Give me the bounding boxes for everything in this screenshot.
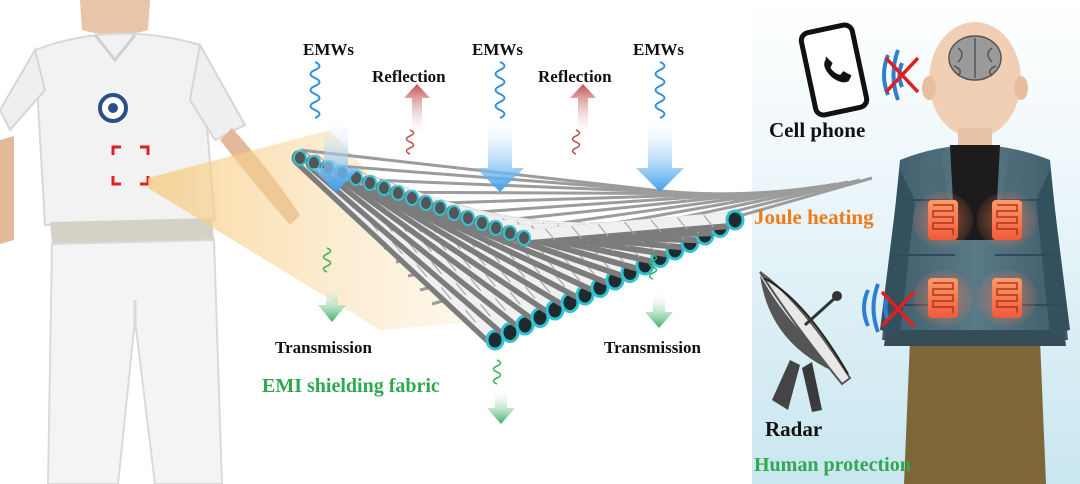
fiber-start-cap	[307, 155, 321, 171]
fiber-segment-mark	[480, 303, 491, 317]
incident-arrow-group	[312, 122, 684, 192]
cell-phone-label: Cell phone	[769, 118, 866, 142]
fiber-segment-mark	[650, 219, 662, 233]
fiber-segment-mark	[470, 278, 482, 292]
human-protection-label: Human protection	[754, 454, 911, 476]
fiber-start-cap	[419, 195, 433, 211]
fiber-segment-mark	[703, 214, 715, 228]
fiber	[518, 211, 741, 241]
fiber-segment-mark	[431, 261, 442, 275]
brain-icon	[948, 35, 1002, 81]
fiber-segment-mark	[465, 309, 477, 323]
emw-wave-group	[309, 61, 666, 119]
fiber-segment-mark	[392, 241, 403, 255]
fiber-segment-mark	[597, 223, 609, 237]
reflection-arrow-group	[404, 84, 596, 155]
fiber-segment-mark	[544, 228, 556, 242]
transmission-arrow-group	[318, 247, 673, 424]
joule-heating-label: Joule heating	[754, 205, 874, 229]
transmission-label-left: Transmission	[275, 338, 372, 357]
fiber-start-cap	[391, 185, 405, 201]
fiber-end-cap	[725, 209, 745, 231]
fiber-segment-mark	[524, 286, 536, 299]
fiber-segment-mark	[455, 282, 467, 296]
radar-dish-icon	[759, 271, 852, 412]
zoom-beam	[148, 130, 500, 330]
fiber-segment-mark	[554, 274, 566, 288]
fiber-segment-mark	[539, 280, 551, 293]
fiber-segment-mark	[494, 297, 506, 311]
fiber-segment-mark	[509, 292, 521, 305]
emw-label-left: EMWs	[303, 40, 354, 59]
transmission-label-right: Transmission	[604, 338, 701, 357]
fiber-start-cap	[447, 205, 461, 221]
fiber-start-cap	[489, 220, 503, 236]
fiber-segment-mark	[571, 226, 583, 239]
fiber-segment-mark	[485, 273, 496, 287]
fiber-start-cap	[475, 215, 489, 231]
fiber-segment-mark	[416, 264, 428, 278]
fiber-start-cap	[293, 150, 307, 166]
fiber-segment-mark	[676, 217, 688, 230]
target-bracket-icon	[111, 145, 150, 186]
fiber-start-cap	[363, 175, 377, 191]
emw-label-center: EMWs	[472, 40, 523, 59]
fiber-start-cap	[433, 200, 447, 216]
fiber-end-cap	[485, 329, 505, 351]
cross-icon	[880, 56, 920, 328]
fiber-start-cap	[377, 180, 391, 196]
fiber-segment-mark	[499, 269, 511, 283]
fiber-start-cap	[503, 225, 517, 241]
reflection-label-left: Reflection	[372, 67, 446, 86]
fabric-caption: EMI shielding fabric	[262, 375, 440, 397]
fiber-segment-mark	[624, 221, 635, 235]
emw-label-right: EMWs	[633, 40, 684, 59]
fiber-start-cap	[517, 230, 531, 246]
radar-label: Radar	[765, 417, 823, 441]
phone-icon	[798, 22, 870, 118]
fiber-start-cap	[405, 190, 419, 206]
reflection-label-right: Reflection	[538, 67, 612, 86]
fiber-segment-mark	[440, 287, 452, 300]
fiber-start-cap	[461, 210, 475, 226]
fiber-segment-mark	[445, 258, 457, 272]
heater-pad-icon	[913, 192, 1037, 326]
